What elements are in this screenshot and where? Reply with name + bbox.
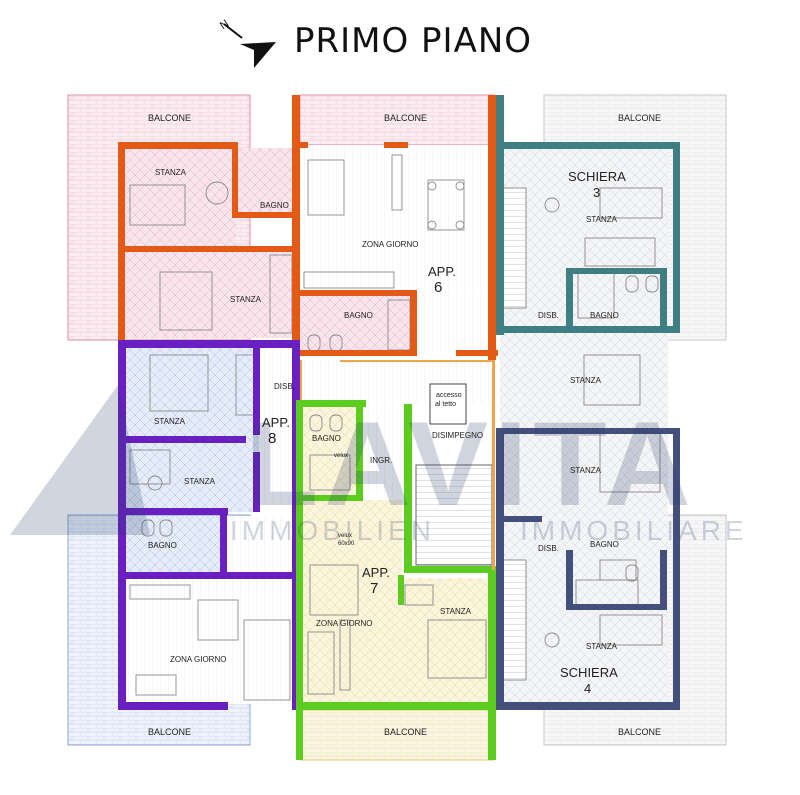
app6-title-line1: APP. [428,264,456,279]
app8-stanza-2-floor [124,440,259,512]
label-schiera3-stanza: STANZA [586,215,618,224]
walls-app6 [118,95,498,360]
watermark-brand: LAVITA [245,397,697,531]
label-accesso-2: al tetto [435,401,456,408]
label-app7-stanza: STANZA [440,607,472,616]
roof-access-box [429,383,467,425]
label-accesso-1: accesso [436,392,462,399]
label-schiera4-stanza: STANZA [586,642,618,651]
schiera4-stair [501,559,527,681]
app7-ingr-floor [360,405,408,495]
schiera3-title-line2: 3 [593,185,600,200]
app6-title-line2: 6 [434,279,442,296]
app6-bagno-floor [300,296,415,354]
app8-title-line1: APP. [262,415,290,430]
walls-app7 [296,400,496,760]
walls-schiera4 [496,428,680,710]
label-balcone-top-left: BALCONE [148,113,191,123]
watermark-left-word: IMMOBILIEN [230,515,435,546]
watermark-right-word: IMMOBILIARE [520,515,748,546]
label-schiera3-bagno: BAGNO [590,311,619,320]
app8-title-line2: 8 [268,430,276,447]
common-stair [415,464,493,566]
label-balcone-top-right: BALCONE [618,113,661,123]
app8-stanza-1-floor [124,346,259,440]
label-app6-stanza-1: STANZA [155,168,187,177]
label-app8-stanza-2: STANZA [184,477,216,486]
label-app7-velux-1: velux [338,533,352,539]
label-schiera4-disb: DISB. [538,544,559,553]
app8-hall-floor [220,516,298,578]
label-balcone-bottom-center: BALCONE [384,727,427,737]
label-app6-zona-giorno: ZONA GIORNO [362,240,418,249]
app6-dining-floor [415,296,495,354]
app8-zona-giorno-floor [124,578,296,704]
label-app7-velux-top-1: velux [334,453,348,459]
label-balcone-bottom-left: BALCONE [148,727,191,737]
label-app8-stanza-1: STANZA [154,417,186,426]
page-title: PRIMO PIANO [294,21,533,61]
label-app6-bagno-small: BAGNO [260,201,289,210]
title-bar: N PRIMO PIANO [0,0,800,80]
furniture [129,154,663,701]
schiera3-title-line1: SCHIERA [568,169,626,184]
app6-stanza-2-floor [124,252,296,338]
schiera4-title-line1: SCHIERA [560,665,618,680]
label-balcone-top-center: BALCONE [384,113,427,123]
label-app8-zona-giorno: ZONA GIORNO [170,655,226,664]
app7-title-line1: APP. [362,565,390,580]
app7-title-line2: 7 [370,580,378,597]
label-app6-bagno: BAGNO [344,311,373,320]
room-labels: BALCONE BALCONE BALCONE BALCONE BALCONE … [148,113,661,737]
label-balcone-bottom-right: BALCONE [618,727,661,737]
label-app8-disb: DISB. [274,382,295,391]
app6-stanza-1-floor [124,148,236,248]
app7-stanza-floor [402,578,492,706]
schiera4-title-line2: 4 [584,681,591,696]
label-schiera4-bagno: BAGNO [590,540,619,549]
schiera3-stair [501,187,527,309]
label-app7-velux-2: 60x90 [338,541,355,547]
label-schiera-mid-stanza-2: STANZA [570,466,602,475]
app6-zona-giorno-floor [300,145,495,295]
label-app7-zona-giorno: ZONA GIORNO [316,619,372,628]
north-compass-icon: N [218,18,276,68]
label-app8-bagno: BAGNO [148,541,177,550]
label-app7-bagno: BAGNO [312,434,341,443]
label-app6-stanza-2: STANZA [230,295,262,304]
label-app7-ingr: INGR. [370,456,392,465]
app6-bagno-small-floor [236,148,296,212]
balcony-bottom-center [299,709,495,761]
label-schiera-mid-stanza-1: STANZA [570,376,602,385]
label-disimpegno: DISIMPEGNO [432,431,483,440]
walls-schiera3 [496,95,680,335]
app7-zona-giorno-floor [302,500,402,705]
watermark-logo: LAVITA IMMOBILIEN IMMOBILIARE [10,385,748,546]
walls-common [300,360,495,570]
label-schiera3-disb: DISB. [538,311,559,320]
schiera4-floor [500,520,668,706]
